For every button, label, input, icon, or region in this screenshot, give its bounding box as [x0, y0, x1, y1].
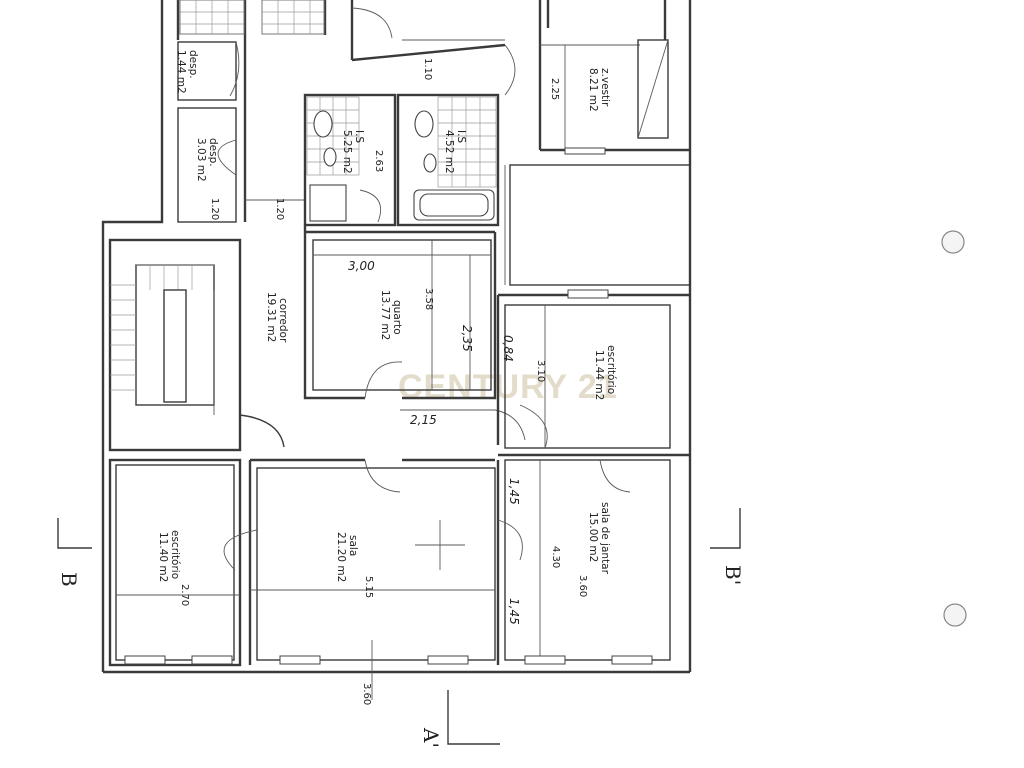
room-name: I.S [455, 130, 467, 143]
room-name: quarto [391, 300, 403, 335]
dimension-label: 4.30 [550, 546, 561, 568]
dimension-label: 3.60 [577, 575, 588, 597]
dimension-label: 1.20 [209, 198, 220, 220]
room-area: 5.25 m2 [341, 130, 353, 174]
room-desp-2: desp. 3.03 m2 1.20 [177, 107, 237, 223]
handwritten-dimension: 2,35 [460, 325, 474, 352]
room-name: sala [347, 535, 359, 556]
room-area: 3.03 m2 [195, 138, 207, 182]
section-label: A' [419, 727, 443, 748]
shower-icon [309, 184, 347, 222]
dimension-label: 5.15 [363, 576, 374, 598]
section-marker-b-prime: B' [710, 508, 745, 585]
dimension-label: 2.70 [179, 584, 190, 606]
section-label: B [57, 572, 81, 587]
dimension-label: 3.10 [535, 360, 546, 382]
room-escritorio-2: escritório 11.40 m2 2.70 [108, 458, 242, 667]
section-marker-a-prime: A' [419, 690, 500, 748]
dimension-label: 2.25 [549, 78, 560, 100]
room-name: sala de jantar [599, 502, 611, 575]
room-sala: sala 21.20 m2 5.15 3.60 [223, 458, 496, 705]
room-ws-2: I.S 4.52 m2 [396, 93, 500, 227]
room-area: 11.40 m2 [157, 532, 169, 582]
light-well [504, 164, 691, 286]
section-label: B' [721, 565, 745, 585]
room-area: 13.77 m2 [379, 290, 391, 340]
dimension-label: 2.63 [373, 150, 384, 172]
handwritten-dimension: 2,15 [410, 413, 437, 427]
room-name: escritório [169, 530, 181, 579]
room-desp-1: desp. 1.44 m2 [175, 41, 240, 101]
handwritten-dimension: 0,84 [501, 335, 515, 362]
handwritten-dimension: 3,00 [348, 259, 375, 273]
handwritten-dimension: 1,45 [507, 598, 521, 625]
toilet-icon [323, 147, 337, 167]
room-name: z.vestir [599, 68, 611, 107]
room-name: desp. [207, 138, 219, 167]
room-area: 4.52 m2 [443, 130, 455, 174]
room-area: 15.00 m2 [587, 512, 599, 562]
punch-hole [943, 603, 967, 627]
top-tiles [179, 0, 393, 39]
punch-hole [941, 230, 965, 254]
room-name: desp. [187, 50, 199, 79]
dimension-label: 1.20 [274, 198, 285, 220]
room-escritorio-1: 3.10 0,84 escritório 11.44 m2 [496, 289, 690, 457]
dimension-label: 3.58 [423, 288, 434, 310]
room-name: escritório [605, 345, 617, 394]
room-quarto: 3,00 3.58 quarto 13.77 m2 2,35 2,15 [303, 225, 526, 441]
room-area: 1.44 m2 [175, 50, 187, 94]
dimension-label: 1.10 [422, 58, 433, 80]
dimension-label: 3.60 [361, 683, 372, 705]
watermark-text: CENTURY 21 [398, 368, 618, 406]
room-ws-1: I.S 5.25 m2 2.63 [303, 93, 397, 227]
room-corredor: corredor 19.31 m2 [108, 238, 289, 452]
room-name: I.S [353, 130, 365, 143]
room-area: 21.20 m2 [335, 532, 347, 582]
room-area: 11.44 m2 [593, 350, 605, 400]
washbasin-icon [414, 110, 434, 138]
washbasin-icon [313, 110, 333, 138]
outer-walls [101, 0, 692, 674]
toilet-icon [423, 153, 437, 173]
room-area: 8.21 m2 [587, 68, 599, 112]
room-zvestir: 2.25 z.vestir 8.21 m2 [538, 28, 690, 155]
room-area: 19.31 m2 [265, 292, 277, 342]
room-sala-jantar: 1,45 1,45 4.30 sala de jantar 15.00 m2 3… [496, 459, 671, 665]
room-name: corredor [277, 298, 289, 343]
corridor-upper: 1.20 1.10 [243, 35, 516, 222]
handwritten-dimension: 1,45 [507, 478, 521, 505]
section-marker-b: B [57, 518, 92, 587]
